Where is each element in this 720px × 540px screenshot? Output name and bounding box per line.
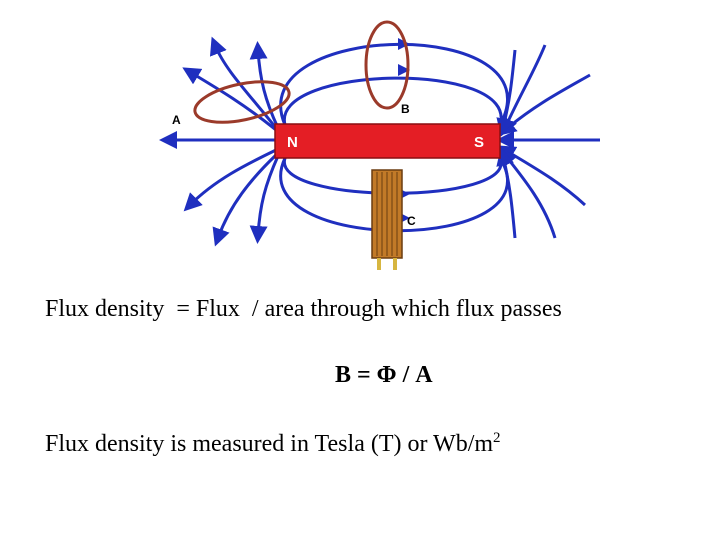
loop-a-label: A bbox=[172, 113, 181, 127]
loop-a bbox=[193, 80, 291, 124]
flux-density-formula: B = Φ / A bbox=[335, 362, 433, 388]
field-line-right-7 bbox=[496, 147, 517, 239]
field-line-right-6 bbox=[496, 49, 517, 137]
units-superscript: 2 bbox=[493, 430, 501, 446]
field-line-top-inner bbox=[283, 76, 503, 126]
flux-density-definition: Flux density = Flux / area through which… bbox=[45, 296, 562, 322]
magnetic-flux-diagram: N S A B C bbox=[159, 20, 600, 270]
loop-b-label: B bbox=[401, 102, 410, 116]
coil-c-label: C bbox=[407, 214, 416, 228]
units-text: Flux density is measured in Tesla (T) or… bbox=[45, 431, 494, 457]
field-line-left-6 bbox=[249, 41, 280, 129]
field-line-right-2 bbox=[498, 73, 591, 136]
field-line-right-4 bbox=[497, 145, 587, 207]
field-lines bbox=[159, 36, 600, 247]
field-line-top-outer bbox=[279, 42, 510, 126]
coil-c bbox=[371, 169, 403, 270]
magnet-south-label: S bbox=[474, 134, 484, 151]
field-line-left-7 bbox=[249, 155, 280, 244]
bar-magnet bbox=[274, 123, 501, 159]
field-line-left-4 bbox=[183, 148, 277, 212]
flux-density-units: Flux density is measured in Tesla (T) or… bbox=[45, 430, 501, 458]
magnet-north-label: N bbox=[287, 134, 298, 151]
field-line-left-1 bbox=[209, 36, 278, 129]
field-line-left-2 bbox=[182, 67, 277, 132]
field-line-left-5 bbox=[212, 153, 278, 247]
loop-b bbox=[364, 20, 410, 110]
